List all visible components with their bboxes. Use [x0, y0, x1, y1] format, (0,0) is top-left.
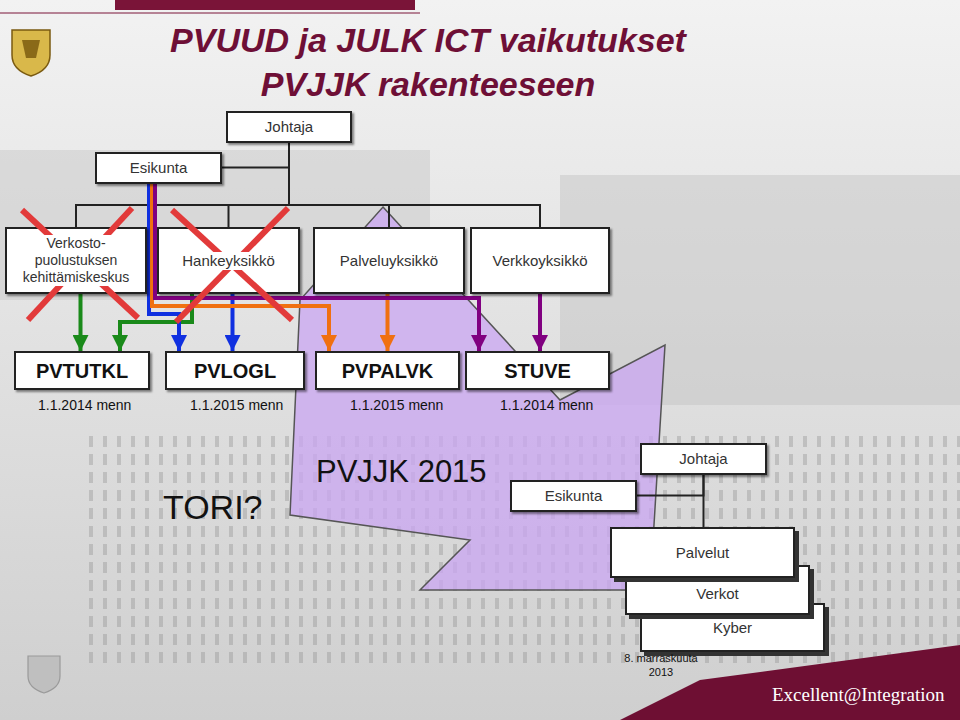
box-label: Palveluyksikkö	[340, 252, 438, 270]
org-box: Esikunta	[510, 480, 637, 512]
emblem-faint	[28, 656, 60, 693]
plan-label: PVJJK 2015	[316, 454, 487, 490]
unit-box: Hankeyksikkö	[157, 227, 300, 294]
transfer-arrow	[79, 294, 83, 351]
box-label: Esikunta	[130, 159, 188, 177]
transfer-arrow	[120, 294, 192, 351]
org-line	[289, 143, 540, 228]
date-label: 1.1.2014 menn	[500, 397, 593, 413]
agency-box: PVTUTKL	[14, 351, 150, 390]
question-label: TORI?	[163, 488, 263, 527]
box-label: PVTUTKL	[36, 359, 128, 383]
box-label: Johtaja	[265, 118, 313, 136]
box-label: Johtaja	[679, 450, 727, 468]
slide-title: PVUUD ja JULK ICT vaikutukset PVJJK rake…	[118, 18, 738, 106]
box-label: Palvelut	[676, 544, 729, 562]
transfer-arrow	[386, 294, 390, 351]
date-label: 1.1.2015 menn	[350, 397, 443, 413]
transfer-arrow	[155, 184, 479, 352]
org-line	[222, 143, 289, 168]
agency-box: STUVE	[465, 351, 610, 390]
emblem	[12, 30, 50, 76]
box-label: Verkosto- puolustuksen kehittämiskeskus	[11, 235, 141, 285]
box-label: Verkot	[696, 585, 739, 603]
stacked-box: Palvelut	[610, 527, 795, 578]
brand-label: Excellent@Integration	[772, 684, 945, 706]
box-label: PVLOGL	[194, 359, 276, 383]
box-label: Kyber	[713, 619, 752, 637]
transfer-arrow	[538, 294, 542, 351]
transition-arrow	[290, 207, 665, 590]
date-label: 1.1.2014 menn	[38, 397, 131, 413]
org-line	[703, 475, 705, 528]
date-label: 1.1.2015 menn	[190, 397, 283, 413]
org-line	[76, 143, 289, 228]
box-label: Hankeyksikkö	[182, 252, 275, 270]
emblem-lion	[22, 40, 40, 58]
org-line	[289, 143, 389, 228]
transfer-arrow	[152, 184, 329, 352]
cross-out	[22, 210, 138, 318]
agency-box: PVLOGL	[165, 351, 305, 390]
transfer-arrow	[231, 294, 235, 351]
org-line	[637, 475, 704, 496]
org-box: Johtaja	[226, 111, 352, 143]
unit-box: Palveluyksikkö	[313, 227, 465, 294]
box-label: PVPALVK	[342, 359, 434, 383]
org-box: Esikunta	[95, 152, 222, 184]
date-note: 8. marraskuuta 2013	[618, 652, 704, 680]
top-rule	[0, 13, 420, 14]
unit-box: Verkkoyksikkö	[470, 227, 610, 294]
box-label: Verkkoyksikkö	[492, 252, 587, 270]
box-label: Esikunta	[545, 487, 603, 505]
agency-box: PVPALVK	[315, 351, 460, 390]
cross-out	[176, 208, 288, 322]
unit-box: Verkosto- puolustuksen kehittämiskeskus	[5, 227, 147, 294]
box-label: STUVE	[504, 359, 571, 383]
cross-out	[28, 208, 132, 320]
top-bar	[115, 0, 415, 10]
org-box: Johtaja	[640, 443, 767, 475]
